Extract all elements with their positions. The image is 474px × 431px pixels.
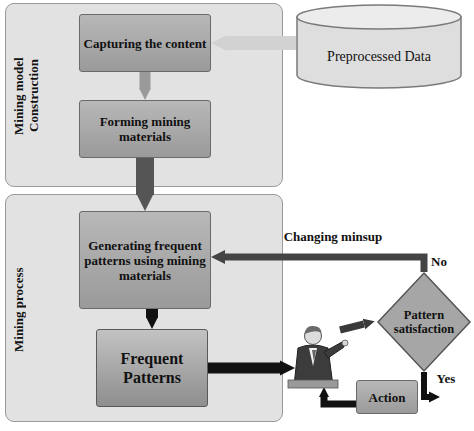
diamond-shape [378, 273, 470, 371]
process-box: Capturing the content [79, 14, 211, 72]
flow-arrow [140, 72, 151, 88]
stage-band: Generating frequent patterns using minin… [5, 194, 283, 422]
cylinder-outline [296, 4, 462, 88]
flow-arrow [146, 309, 158, 318]
band-title: Mining model Construction [11, 34, 47, 158]
action-box: Action [356, 380, 418, 414]
process-box: Forming mining materials [79, 100, 211, 158]
flow-arrow [208, 363, 280, 374]
node-text: Preprocessed Data [327, 27, 431, 65]
flow-arrow [324, 397, 356, 404]
flow-arrow [424, 372, 429, 397]
database-cylinder: Preprocessed Data [296, 4, 462, 88]
decision-diamond: Pattern satisfaction [377, 272, 471, 372]
node-text: Action [369, 390, 406, 405]
band-title: Mining process [11, 235, 47, 385]
analyst-figure [288, 326, 348, 388]
stage-band: Capturing the contentForming mining mate… [5, 3, 283, 187]
connector-label: Changing minsup [268, 229, 398, 244]
flow-arrow [227, 36, 296, 50]
result-box: Frequent Patterns [96, 329, 208, 407]
branch-label: No [431, 254, 447, 269]
node-text: Pattern satisfaction [382, 308, 466, 336]
flow-arrow [340, 324, 364, 330]
node-text: Generating frequent patterns using minin… [80, 238, 210, 283]
flow-arrow [136, 158, 154, 195]
connector-label: Yes [431, 371, 461, 386]
process-box: Generating frequent patterns using minin… [79, 211, 211, 309]
flow-arrow [225, 257, 424, 272]
node-text: Frequent Patterns [97, 349, 207, 387]
node-text: Forming mining materials [80, 114, 210, 144]
node-text: Capturing the content [84, 36, 207, 51]
cylinder-top [297, 5, 461, 29]
